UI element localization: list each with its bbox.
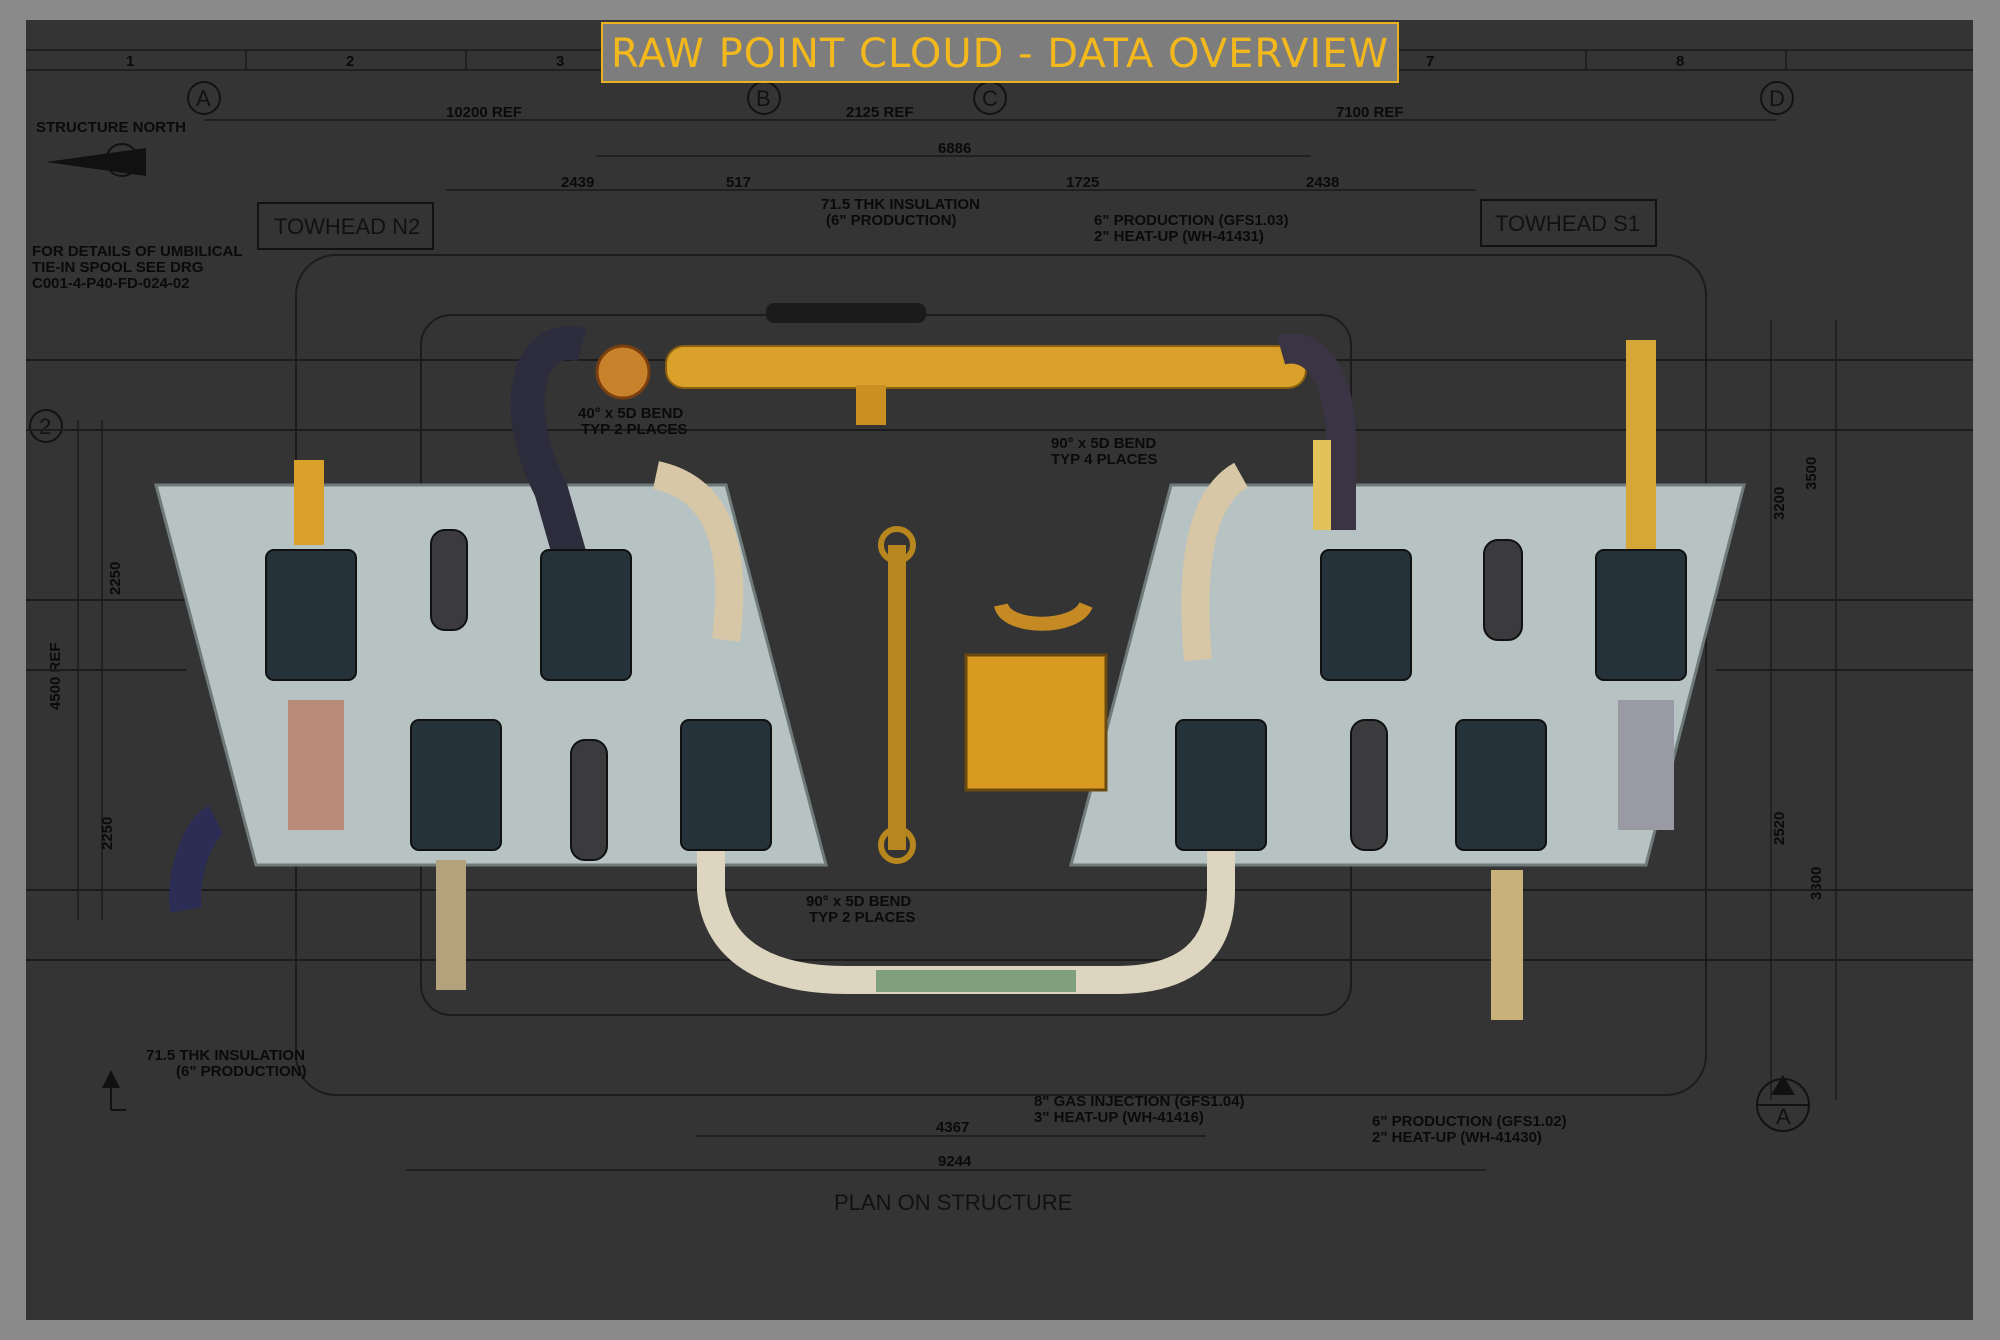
bend-40-2: TYP 2 PLACES (581, 421, 687, 438)
production-bottom-2: 2" HEAT-UP (WH-41430) (1372, 1129, 1542, 1146)
centre-yellow-frame (878, 526, 916, 864)
green-spool (876, 970, 1076, 992)
dim-right-2520: 2520 (1771, 812, 1788, 845)
insulation-top-2: (6" PRODUCTION) (826, 212, 956, 229)
grid-num-7: 7 (1426, 53, 1434, 70)
dim-right-3500: 3500 (1803, 457, 1820, 490)
dim-2125: 2125 REF (846, 104, 914, 121)
bend-90-right-1: 90° x 5D BEND (1051, 435, 1156, 452)
right-grating (1618, 700, 1674, 830)
gas-injection-2: 3" HEAT-UP (WH-41416) (1034, 1109, 1204, 1126)
section-marker-a: A (1756, 1075, 1810, 1132)
dim-right-3300: 3300 (1808, 867, 1825, 900)
grid-num-2: 2 (346, 53, 354, 70)
column-marker-a: A (187, 81, 221, 115)
column-marker-b: B (747, 81, 781, 115)
insulation-bottom-2: (6" PRODUCTION) (176, 1063, 306, 1080)
plan-title: PLAN ON STRUCTURE (834, 1190, 1072, 1215)
dim-7100: 7100 REF (1336, 104, 1404, 121)
centre-yellow-skid (964, 653, 1108, 792)
right-dark-pipe (1276, 333, 1356, 530)
left-grating (288, 700, 344, 830)
bend-40-1: 40° x 5D BEND (578, 405, 683, 422)
top-production-pipe (595, 303, 1307, 425)
towhead-s1-box (1480, 199, 1657, 247)
dim-right-3200: 3200 (1771, 487, 1788, 520)
dim-left-4500: 4500 REF (47, 642, 64, 710)
dim-9244: 9244 (938, 1153, 972, 1170)
row-marker-2: 2 (29, 409, 63, 443)
towhead-n2-box (257, 202, 434, 250)
north-label: STRUCTURE NORTH (36, 119, 186, 136)
dim-10200: 10200 REF (446, 104, 522, 121)
dim-2439: 2439 (561, 174, 594, 191)
dim-6886: 6886 (938, 140, 971, 157)
up-arrow-icon (102, 1070, 126, 1111)
bend-90-bottom-1: 90° x 5D BEND (806, 893, 911, 910)
umbilical-note-1: FOR DETAILS OF UMBILICAL (32, 243, 243, 260)
right-pale-bend (1181, 462, 1249, 662)
gas-injection-1: 8" GAS INJECTION (GFS1.04) (1034, 1093, 1245, 1110)
dim-left-2250a: 2250 (107, 562, 124, 595)
north-arrow-icon (46, 143, 146, 177)
towhead-s1-label: TOWHEAD S1 (1495, 211, 1640, 236)
production-top-1: 6" PRODUCTION (GFS1.03) (1094, 212, 1289, 229)
svg-text:2: 2 (39, 414, 51, 439)
svg-text:C: C (982, 86, 998, 111)
drawing-frame: 1 2 3 7 8 A B C D 2 STRUCTURE NORTH 1020… (26, 20, 1973, 1320)
left-dark-pipe (510, 326, 588, 565)
dim-left-2250b: 2250 (99, 817, 116, 850)
grid-num-1: 1 (126, 53, 134, 70)
svg-text:A: A (1776, 1104, 1791, 1129)
insulation-top-1: 71.5 THK INSULATION (821, 196, 980, 213)
gas-injection-pipe (697, 830, 1235, 994)
plan-drawing: 1 2 3 7 8 A B C D 2 STRUCTURE NORTH 1020… (26, 49, 1973, 1215)
production-top-2: 2" HEAT-UP (WH-41431) (1094, 228, 1264, 245)
page-title: RAW POINT CLOUD - DATA OVERVIEW (601, 22, 1399, 83)
right-valves (1175, 539, 1687, 851)
dim-2438: 2438 (1306, 174, 1339, 191)
production-bottom-1: 6" PRODUCTION (GFS1.02) (1372, 1113, 1567, 1130)
left-yellow-riser (294, 460, 324, 545)
dim-517: 517 (726, 174, 751, 191)
centre-arc (994, 601, 1093, 631)
left-pale-bend (652, 461, 744, 642)
left-valves (265, 529, 772, 861)
right-yellow-riser-s1 (1626, 340, 1656, 550)
insulation-bottom-1: 71.5 THK INSULATION (146, 1047, 305, 1064)
left-lower-stub (436, 860, 466, 990)
svg-text:B: B (756, 86, 771, 111)
svg-text:D: D (1769, 86, 1785, 111)
bend-90-bottom-2: TYP 2 PLACES (809, 909, 915, 926)
left-blue-bend (169, 805, 226, 913)
column-marker-c: C (973, 81, 1007, 115)
umbilical-note-2: TIE-IN SPOOL SEE DRG (32, 259, 203, 276)
grid-num-3: 3 (556, 53, 564, 70)
svg-text:A: A (196, 86, 211, 111)
dim-1725: 1725 (1066, 174, 1099, 191)
dim-4367: 4367 (936, 1119, 969, 1136)
bend-90-right-2: TYP 4 PLACES (1051, 451, 1157, 468)
right-lower-stub (1491, 870, 1523, 1020)
column-marker-d: D (1760, 81, 1794, 115)
grid-num-8: 8 (1676, 53, 1684, 70)
towhead-n2-label: TOWHEAD N2 (274, 214, 420, 239)
umbilical-note-3: C001-4-P40-FD-024-02 (32, 275, 190, 292)
